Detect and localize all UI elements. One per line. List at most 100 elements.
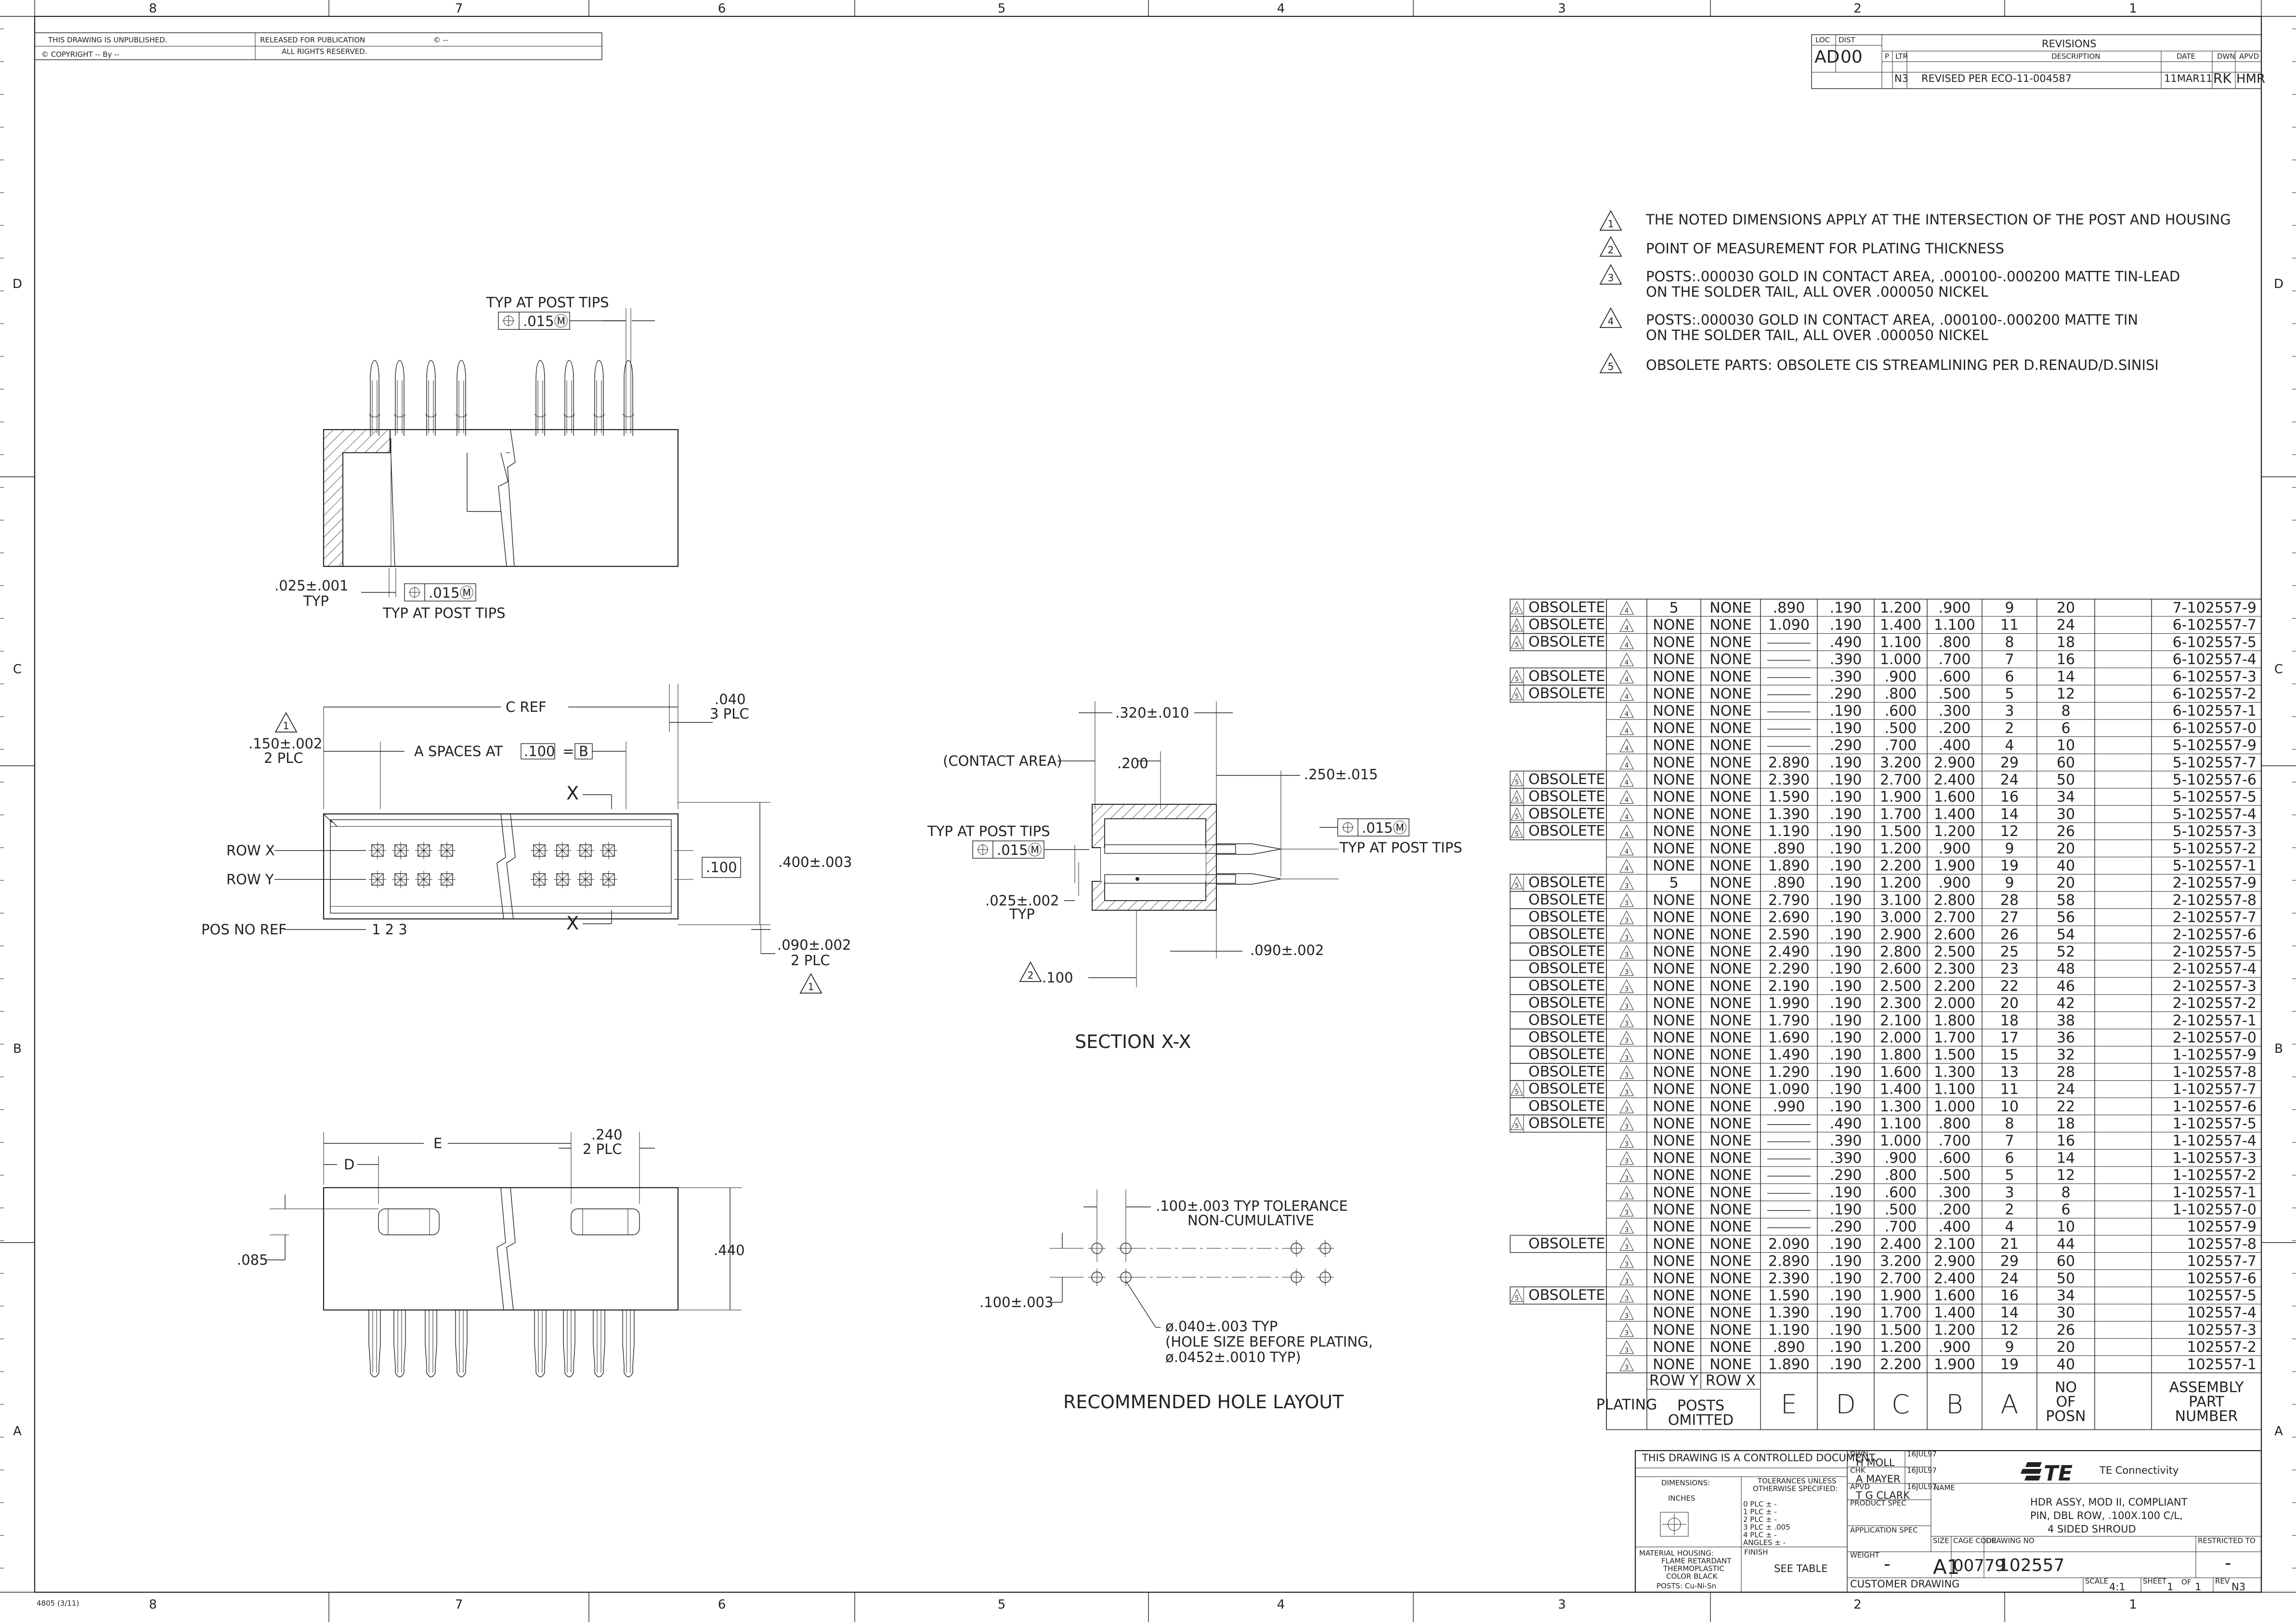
table-cell: .190 <box>1830 961 1862 978</box>
table-cell: 12 <box>2000 823 2019 840</box>
table-cell: .190 <box>1830 892 1862 909</box>
loc-label: LOC <box>1815 36 1830 44</box>
top-dim-150: .150±.002 <box>248 735 322 752</box>
table-cell: 29 <box>2000 754 2019 771</box>
tb-material4: COLOR BLACK <box>1666 1572 1718 1581</box>
table-cell: NONE <box>1653 1030 1695 1047</box>
table-cell: 2.800 <box>1880 943 1921 960</box>
table-cell: NONE <box>1653 1253 1695 1270</box>
plating-note: 3 <box>1625 969 1629 976</box>
table-cell: 1.200 <box>1880 875 1921 891</box>
table-cell: .800 <box>1885 1167 1917 1184</box>
table-cell: .190 <box>1830 978 1862 995</box>
hdr-col-d: D <box>1836 1389 1856 1420</box>
table-cell: 1.890 <box>1768 1356 1810 1373</box>
table-cell: 1.700 <box>1934 1030 1975 1047</box>
tb-of: OF <box>2181 1578 2191 1586</box>
table-cell: 1.100 <box>1880 634 1921 651</box>
obsolete-label: OBSOLETE <box>1528 668 1605 685</box>
top-dim-100-box: .100 <box>524 743 555 760</box>
table-cell: 1.190 <box>1768 823 1810 840</box>
hdr-col-a: A <box>2001 1389 2019 1420</box>
table-cell: NONE <box>1709 1030 1751 1047</box>
table-cell: 16 <box>2000 789 2019 806</box>
dist-label: DIST <box>1839 36 1855 44</box>
tb-dwg-label: DRAWING NO <box>1986 1536 2035 1545</box>
table-cell: NONE <box>1709 1270 1751 1287</box>
table-cell: .190 <box>1830 909 1862 926</box>
top-pin <box>438 842 456 859</box>
table-cell: 2.300 <box>1934 961 1975 978</box>
obsolete-label: OBSOLETE <box>1528 1098 1605 1114</box>
table-cell: .190 <box>1830 720 1862 737</box>
section-view: .320±.010 (CONTACT AREA) .200 .250±.015 … <box>927 701 1462 1052</box>
table-cell: NONE <box>1653 978 1695 995</box>
table-cell: 1-102557-7 <box>2173 1081 2257 1098</box>
table-cell: NONE <box>1709 668 1751 685</box>
table-cell: 2.390 <box>1768 772 1810 788</box>
table-cell: 102557-6 <box>2187 1270 2257 1287</box>
top-pin <box>531 871 548 888</box>
svg-text:3: 3 <box>1608 272 1614 284</box>
table-cell: 1.090 <box>1768 1081 1810 1098</box>
table-cell: NONE <box>1709 875 1751 891</box>
front-tail <box>425 1310 437 1377</box>
rev-apvd: HMR <box>2236 72 2265 86</box>
table-cell: 1.590 <box>1768 1287 1810 1304</box>
obsolete-flag: 5 <box>1515 693 1519 700</box>
plating-note: 3 <box>1625 1158 1629 1165</box>
tb-scale-label: SCALE <box>2085 1577 2108 1585</box>
hdr-row-y: ROW Y <box>1649 1373 1699 1389</box>
svg-text:POSTS:.000030 GOLD IN CONTACT: POSTS:.000030 GOLD IN CONTACT AREA, .000… <box>1646 268 2180 285</box>
table-cell: NONE <box>1709 789 1751 806</box>
table-cell: 1.100 <box>1880 1115 1921 1132</box>
table-cell: 1.300 <box>1880 1098 1921 1115</box>
top-dim-090: .090±.002 <box>777 937 851 953</box>
plating-note: 3 <box>1625 1089 1629 1096</box>
table-cell: .300 <box>1939 1184 1971 1201</box>
plating-note: 3 <box>1625 1227 1629 1234</box>
table-cell: 10 <box>2000 1098 2019 1115</box>
obsolete-flag: 5 <box>1515 796 1519 803</box>
table-cell: 24 <box>2000 772 2019 788</box>
table-cell: NONE <box>1709 1012 1751 1029</box>
rev-desc: REVISED PER ECO-11-004587 <box>1921 73 2072 84</box>
hdr-col-c: C <box>1892 1389 1910 1420</box>
table-cell: 2-102557-6 <box>2173 926 2257 943</box>
tb-title2: PIN, DBL ROW, .100X.100 C/L, <box>2030 1510 2183 1521</box>
tb-size-label: SIZE <box>1933 1536 1949 1545</box>
table-cell: NONE <box>1709 1081 1751 1098</box>
table-cell: NONE <box>1709 634 1751 651</box>
top-pin <box>600 842 617 859</box>
section-tol-right: .015Ⓜ <box>1362 820 1407 836</box>
dist-value: 00 <box>1840 47 1863 67</box>
hole-size-1: ø.040±.003 TYP <box>1165 1318 1278 1335</box>
revisions-block: REVISIONS LOC AD DIST 00 P LTR DESCRIPTI… <box>1811 34 2265 89</box>
table-cell: 3 <box>2005 703 2014 720</box>
front-tail <box>622 1310 635 1377</box>
rev-col-apvd: APVD <box>2239 52 2259 61</box>
rev-col-p: P <box>1885 52 1889 61</box>
side-tol-top: .015Ⓜ <box>523 313 568 329</box>
table-cell: NONE <box>1709 1305 1751 1322</box>
top-pin <box>415 871 432 888</box>
top-c-ref: C REF <box>506 699 547 715</box>
table-cell: 5-102557-6 <box>2173 772 2257 788</box>
table-cell: 2-102557-3 <box>2173 978 2257 995</box>
tb-tol2: OTHERWISE SPECIFIED: <box>1753 1484 1838 1493</box>
table-cell: NONE <box>1653 789 1695 806</box>
plating-note: 4 <box>1625 728 1629 735</box>
table-cell: 2.090 <box>1768 1236 1810 1253</box>
table-cell: 34 <box>2057 789 2075 806</box>
table-cell: 18 <box>2000 1012 2019 1029</box>
table-cell: 6 <box>2005 1150 2014 1166</box>
table-cell: 102557-7 <box>2187 1253 2257 1270</box>
table-cell: NONE <box>1653 1305 1695 1322</box>
zone-col-1: 1 <box>2129 1 2137 16</box>
